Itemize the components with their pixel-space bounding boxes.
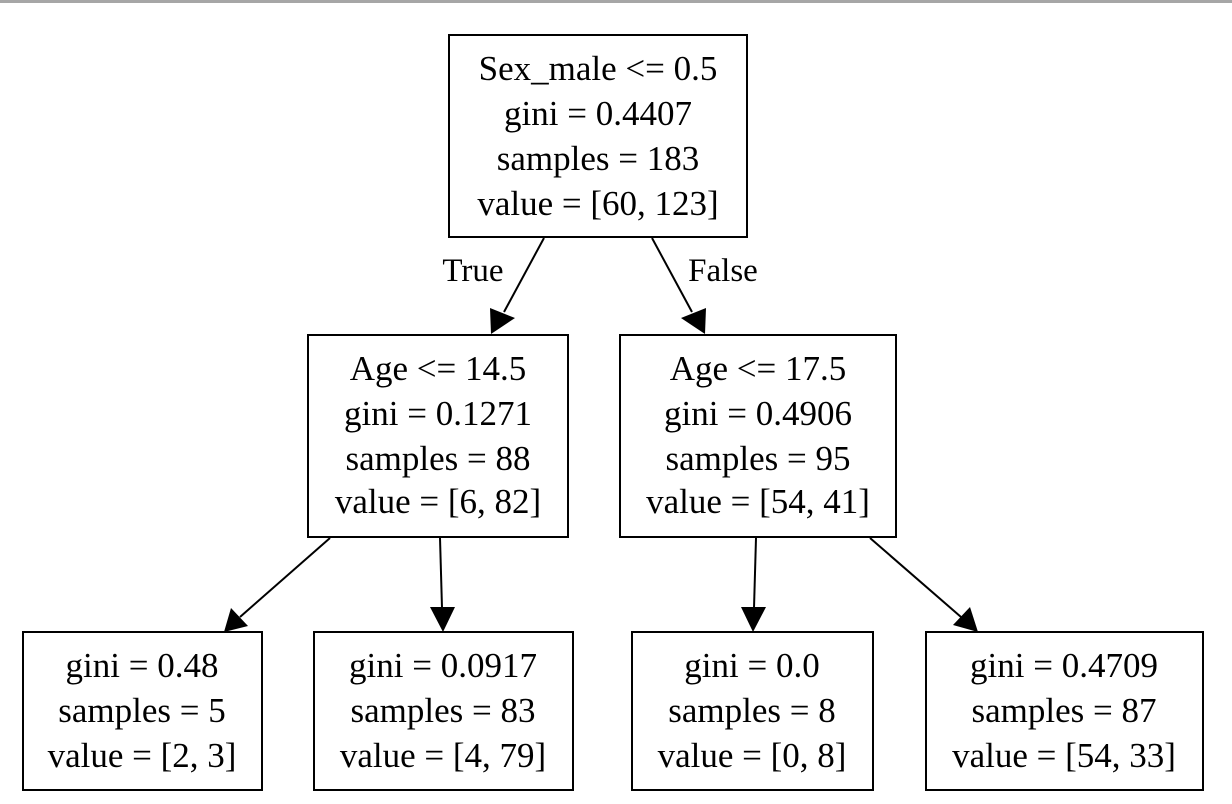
node-gini: gini = 0.4906 [664,394,852,433]
tree-node-leaf: gini = 0.48 samples = 5 value = [2, 3] [22,631,263,791]
node-gini: gini = 0.48 [66,646,219,685]
edge-label-true: True [442,253,503,289]
node-box [307,334,569,538]
node-value: value = [54, 33] [952,736,1176,775]
node-box [619,334,897,538]
node-samples: samples = 83 [351,691,536,730]
node-samples: samples = 87 [972,691,1157,730]
tree-edge [490,237,545,334]
node-split-rule: Age <= 17.5 [670,349,847,388]
tree-edge [224,537,331,632]
tree-edge [869,537,978,632]
edge-label-false: False [688,253,758,289]
node-split-rule: Sex_male <= 0.5 [479,49,718,88]
tree-edge [430,537,455,632]
node-samples: samples = 8 [668,691,836,730]
node-gini: gini = 0.4709 [970,646,1158,685]
node-gini: gini = 0.1271 [344,394,532,433]
node-box [925,631,1204,791]
node-split-rule: Age <= 14.5 [350,349,527,388]
node-samples: samples = 88 [346,439,531,478]
node-value: value = [4, 79] [340,736,546,775]
node-value: value = [6, 82] [335,482,541,521]
tree-node-right: Age <= 17.5 gini = 0.4906 samples = 95 v… [619,334,897,538]
tree-edge [741,537,766,632]
node-value: value = [60, 123] [477,184,718,223]
tree-node-leaf: gini = 0.0917 samples = 83 value = [4, 7… [313,631,574,791]
tree-node-leaf: gini = 0.0 samples = 8 value = [0, 8] [631,631,874,791]
top-divider [0,0,1232,3]
node-box [448,34,748,238]
node-box [22,631,263,791]
node-gini: gini = 0.0917 [349,646,537,685]
node-gini: gini = 0.4407 [504,94,692,133]
node-gini: gini = 0.0 [684,646,819,685]
node-samples: samples = 183 [497,139,700,178]
node-box [631,631,874,791]
tree-node-leaf: gini = 0.4709 samples = 87 value = [54, … [925,631,1204,791]
tree-edge [651,237,706,334]
tree-node-left: Age <= 14.5 gini = 0.1271 samples = 88 v… [307,334,569,538]
node-value: value = [54, 41] [646,482,870,521]
node-value: value = [2, 3] [48,736,237,775]
node-value: value = [0, 8] [658,736,847,775]
node-samples: samples = 5 [58,691,226,730]
node-box [313,631,574,791]
tree-node-root: Sex_male <= 0.5 gini = 0.4407 samples = … [448,34,748,238]
node-samples: samples = 95 [666,439,851,478]
